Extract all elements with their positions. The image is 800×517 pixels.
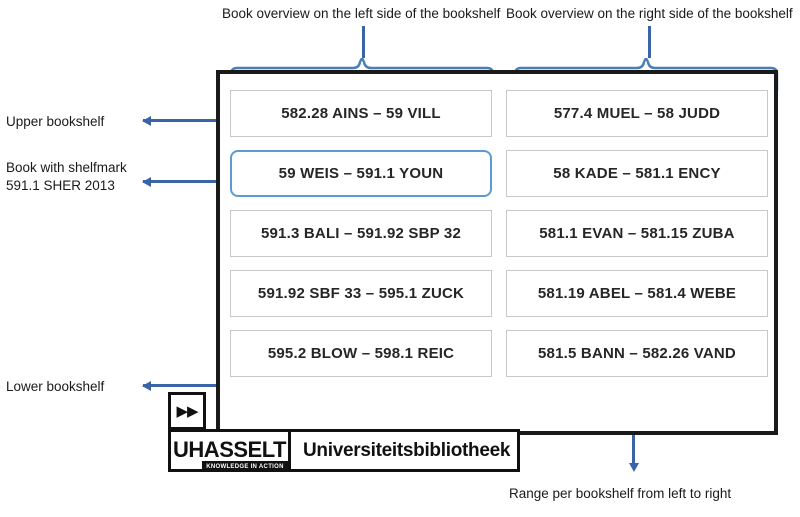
logo-tagline: KNOWLEDGE IN ACTION <box>202 461 288 472</box>
shelf-row[interactable]: 577.4 MUEL – 58 JUDD <box>506 90 768 137</box>
caption-range-per-bookshelf: Range per bookshelf from left to right <box>509 486 732 501</box>
double-arrow-icon: ▶▶ <box>168 392 206 430</box>
shelf-row[interactable]: 582.28 AINS – 59 VILL <box>230 90 492 137</box>
shelf-range-label: 59 WEIS – 591.1 YOUN <box>278 165 444 182</box>
leader-arrow-upper-bookshelf <box>142 115 239 126</box>
shelf-row[interactable]: 595.2 BLOW – 598.1 REIC <box>230 330 492 377</box>
uhasselt-library-logo: ▶▶ UHASSELT Universiteitsbibliotheek KNO… <box>168 392 520 472</box>
shelf-range-label: 58 KADE – 581.1 ENCY <box>553 165 721 182</box>
leader-line-left-overview <box>362 26 365 58</box>
caption-left-overview: Book overview on the left side of the bo… <box>222 6 501 21</box>
logo-uhasselt-wordmark: UHASSELT <box>173 436 286 462</box>
shelf-range-label: 577.4 MUEL – 58 JUDD <box>553 105 721 122</box>
bookshelf-left-column: 582.28 AINS – 59 VILL 59 WEIS – 591.1 YO… <box>230 90 492 377</box>
shelf-row[interactable]: 591.3 BALI – 591.92 SBP 32 <box>230 210 492 257</box>
shelf-row[interactable]: 581.5 BANN – 582.26 VAND <box>506 330 768 377</box>
leader-arrow-lower-bookshelf <box>142 380 239 391</box>
brace-right-column <box>512 58 780 91</box>
shelf-row-highlighted[interactable]: 59 WEIS – 591.1 YOUN <box>230 150 492 197</box>
shelf-row[interactable]: 591.92 SBF 33 – 595.1 ZUCK <box>230 270 492 317</box>
shelf-range-label: 582.28 AINS – 59 VILL <box>281 105 441 122</box>
caption-book-shelfmark: Book with shelfmark 591.1 SHER 2013 <box>6 160 127 193</box>
logo-library-cell: Universiteitsbibliotheek <box>291 432 517 469</box>
shelf-range-label: 591.3 BALI – 591.92 SBP 32 <box>260 225 462 242</box>
brace-left-column <box>228 58 496 91</box>
leader-line-right-overview <box>648 26 651 58</box>
bookshelf-right-column: 577.4 MUEL – 58 JUDD 58 KADE – 581.1 ENC… <box>506 90 768 377</box>
shelf-range-label: 581.19 ABEL – 581.4 WEBE <box>537 285 737 302</box>
caption-lower-bookshelf: Lower bookshelf <box>6 379 105 394</box>
bookshelf-frame: 582.28 AINS – 59 VILL 59 WEIS – 591.1 YO… <box>216 70 778 435</box>
shelf-row[interactable]: 581.1 EVAN – 581.15 ZUBA <box>506 210 768 257</box>
shelf-range-label: 591.92 SBF 33 – 595.1 ZUCK <box>257 285 465 302</box>
shelf-row[interactable]: 58 KADE – 581.1 ENCY <box>506 150 768 197</box>
caption-upper-bookshelf: Upper bookshelf <box>6 114 105 129</box>
logo-library-wordmark: Universiteitsbibliotheek <box>303 439 511 461</box>
logo-bar: UHASSELT Universiteitsbibliotheek <box>168 429 520 472</box>
shelf-range-label: 581.5 BANN – 582.26 VAND <box>538 345 736 362</box>
leader-arrow-book-shelfmark <box>142 176 239 187</box>
shelf-range-label: 581.1 EVAN – 581.15 ZUBA <box>539 225 735 242</box>
logo-uhasselt-cell: UHASSELT <box>171 432 291 469</box>
caption-right-overview: Book overview on the right side of the b… <box>506 6 793 21</box>
shelf-range-label: 595.2 BLOW – 598.1 REIC <box>267 345 455 362</box>
shelf-row[interactable]: 581.19 ABEL – 581.4 WEBE <box>506 270 768 317</box>
